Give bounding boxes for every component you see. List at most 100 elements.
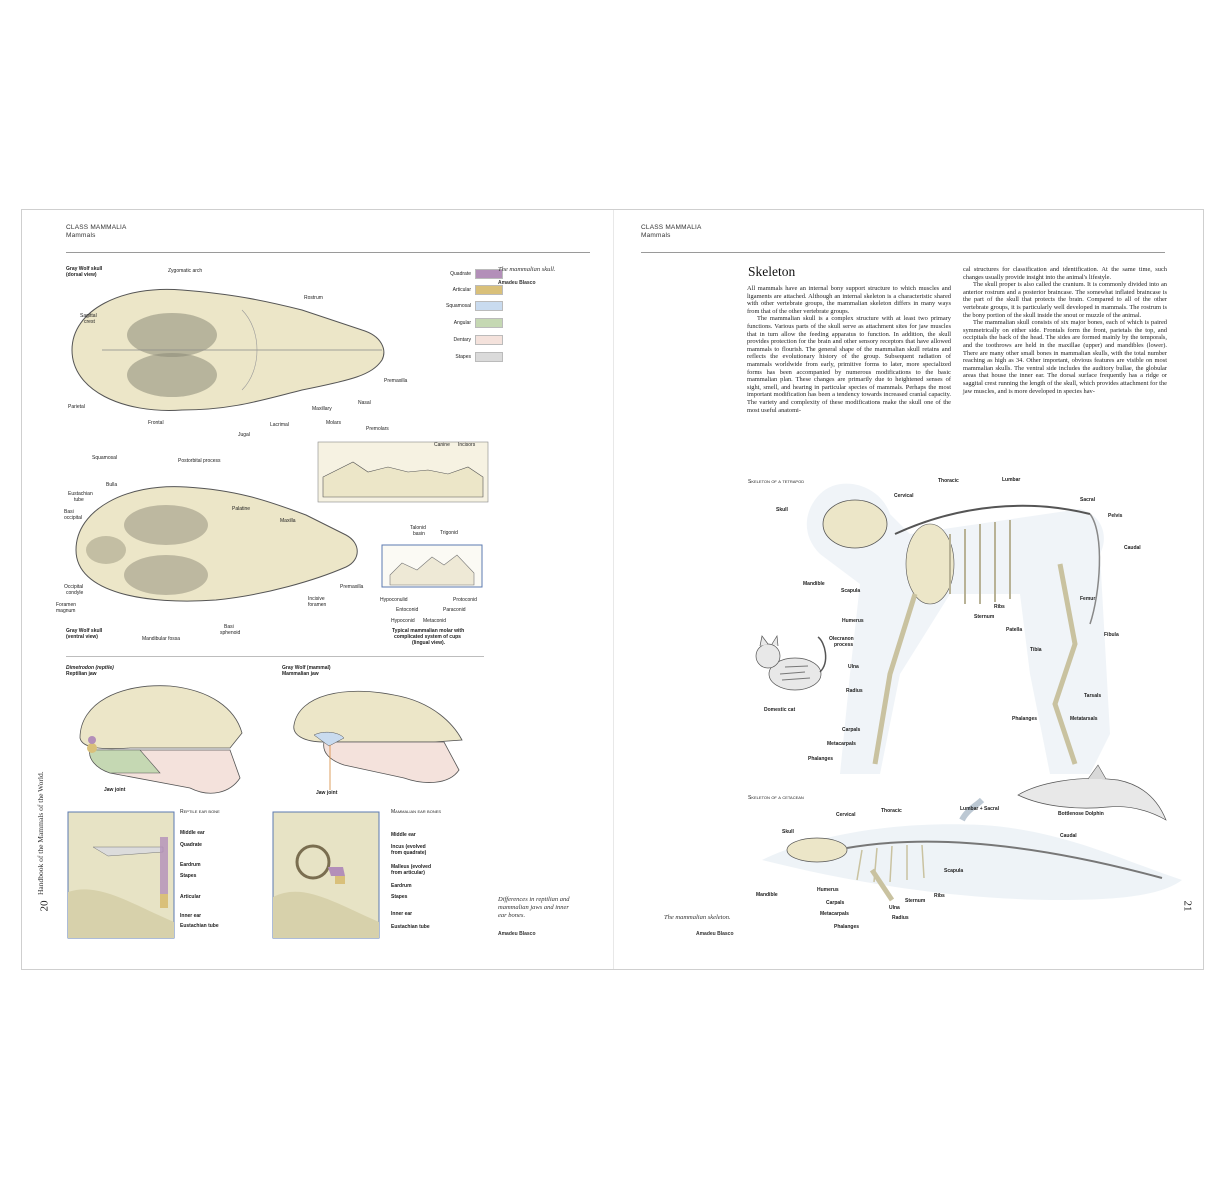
mammal-title: Gray Wolf (mammal) bbox=[282, 665, 331, 671]
reptilian-jaw-illustration bbox=[79, 685, 243, 794]
mammal-ear-inset bbox=[272, 811, 380, 939]
jaw-caption-3: ear bones. bbox=[498, 912, 526, 919]
label-basioccipital-2: occipital bbox=[64, 515, 83, 521]
label-bulla: Bulla bbox=[106, 482, 118, 488]
label-foramen-magnum: Foramen bbox=[56, 602, 77, 608]
label-cetacean-cervical: Cervical bbox=[836, 812, 856, 818]
legend-swatch bbox=[475, 318, 503, 328]
right-running-header: CLASS MAMMALIA Mammals bbox=[641, 224, 702, 240]
molar-inset bbox=[381, 544, 483, 588]
legend-label: Stapes bbox=[455, 354, 471, 360]
ventral-skull-illustration bbox=[75, 486, 358, 602]
label-radius: Radius bbox=[846, 688, 863, 694]
label-cetacean-carpals: Carpals bbox=[826, 900, 845, 906]
label-pelvis: Pelvis bbox=[1108, 513, 1123, 519]
label-paraconid: Paraconid bbox=[443, 607, 466, 613]
spine-title-text: Handbook of the Mammals of the World. bbox=[36, 771, 45, 895]
label-jaw-joint-mammal: Jaw joint bbox=[316, 790, 338, 796]
label-mandibular-fossa: Mandibular fossa bbox=[142, 636, 181, 642]
ventral-subtitle: (ventral view) bbox=[66, 634, 98, 640]
label-palatine: Palatine bbox=[232, 506, 251, 512]
label-jaw-joint-reptile: Jaw joint bbox=[104, 787, 126, 793]
header-class-right: CLASS MAMMALIA bbox=[641, 224, 702, 231]
label-occipital-condyle-2: condyle bbox=[66, 590, 84, 596]
dolphin-sketch bbox=[1017, 764, 1167, 821]
domestic-cat-sketch bbox=[755, 634, 827, 691]
article-column-1: All mammals have an internal bony suppor… bbox=[747, 285, 951, 414]
legend-swatch bbox=[475, 335, 503, 345]
label-basioccipital: Basi bbox=[64, 509, 74, 515]
legend-row: Stapes bbox=[413, 351, 513, 363]
label-hypoconulid: Hypoconulid bbox=[380, 597, 408, 603]
label-hypoconid: Hypoconid bbox=[391, 618, 415, 624]
label-cetacean-radius: Radius bbox=[892, 915, 909, 921]
label-stapes-m: Stapes bbox=[391, 894, 408, 900]
legend-label: Angular bbox=[453, 320, 471, 326]
label-metatarsals: Metatarsals bbox=[1070, 716, 1098, 722]
jaw-caption-1: Differences in reptilian and bbox=[498, 896, 570, 903]
molar-caption-3: (lingual view). bbox=[412, 640, 446, 646]
label-cetacean-ribs: Ribs bbox=[934, 893, 945, 899]
label-middle-ear: Middle ear bbox=[180, 830, 205, 836]
label-mandible: Mandible bbox=[803, 581, 825, 587]
mammal-ear-title: Mammalian ear bones bbox=[391, 809, 442, 815]
label-incisive-foramen-2: foramen bbox=[308, 602, 327, 608]
label-maxillary: Maxillary bbox=[312, 406, 332, 412]
cetacean-title: Skeleton of a cetacean bbox=[748, 795, 804, 801]
label-talonid: Talonid bbox=[410, 525, 426, 531]
label-malleus: Malleus (evolved bbox=[391, 864, 432, 870]
label-cetacean-humerus: Humerus bbox=[817, 887, 839, 893]
cetacean-skeleton-illustration bbox=[762, 797, 1182, 902]
label-thoracic: Thoracic bbox=[938, 478, 959, 484]
legend-label: Squamosal bbox=[445, 303, 471, 309]
reptile-ear-title: Reptile ear bone bbox=[180, 809, 220, 815]
label-cetacean-lumbar-sacral: Lumbar + Sacral bbox=[960, 806, 1000, 812]
label-humerus: Humerus bbox=[842, 618, 864, 624]
label-incus-2: from quadrate) bbox=[391, 850, 427, 856]
dorsal-subtitle: (dorsal view) bbox=[66, 272, 97, 278]
label-inner-ear: Inner ear bbox=[180, 913, 202, 919]
label-nasal: Nasal bbox=[358, 400, 371, 406]
legend-row: Articular bbox=[413, 284, 513, 296]
gutter bbox=[613, 210, 614, 969]
label-premolars: Premolars bbox=[366, 426, 389, 432]
tetrapod-title: Skeleton of a tetrapod bbox=[748, 479, 805, 485]
mammalian-jaw-illustration bbox=[293, 690, 463, 790]
reptile-ear-inset bbox=[67, 811, 175, 939]
article-column-2: cal structures for classification and id… bbox=[963, 266, 1167, 395]
legend-label: Articular bbox=[452, 287, 471, 293]
label-eustachian-tube-m: Eustachian tube bbox=[391, 924, 430, 930]
header-class: CLASS MAMMALIA bbox=[66, 224, 127, 231]
label-scapula: Scapula bbox=[841, 588, 861, 594]
label-sternum: Sternum bbox=[974, 614, 995, 620]
label-basisphenoid-2: sphenoid bbox=[220, 630, 241, 636]
right-page: CLASS MAMMALIA Mammals 21 bbox=[614, 210, 1203, 969]
legend-row: Dentary bbox=[413, 334, 513, 346]
label-sacral: Sacral bbox=[1080, 497, 1096, 503]
label-eustachian: Eustachian bbox=[68, 491, 93, 497]
label-fibula: Fibula bbox=[1104, 632, 1119, 638]
label-eustachian-2: tube bbox=[74, 497, 84, 503]
tooth-row-illustration bbox=[317, 441, 489, 503]
label-foramen-magnum-2: magnum bbox=[56, 608, 76, 614]
label-incisive-foramen: Incisive bbox=[308, 596, 325, 602]
label-eustachian-tube: Eustachian tube bbox=[180, 923, 219, 929]
label-metaconid: Metaconid bbox=[423, 618, 447, 624]
label-cetacean-metacarpals: Metacarpals bbox=[820, 911, 849, 917]
ventral-title: Gray Wolf skull bbox=[66, 628, 103, 634]
legend-label: Quadrate bbox=[450, 271, 471, 277]
left-page: CLASS MAMMALIA Mammals Handbook of the M… bbox=[22, 210, 614, 969]
label-rostrum: Rostrum bbox=[304, 295, 323, 301]
dorsal-title: Gray Wolf skull bbox=[66, 266, 103, 272]
jaw-caption-2: mammalian jaws and inner bbox=[498, 904, 569, 911]
article-title: Skeleton bbox=[748, 264, 796, 279]
label-maxilla: Maxilla bbox=[280, 518, 296, 524]
label-cetacean-scapula: Scapula bbox=[944, 868, 964, 874]
label-frontal: Frontal bbox=[148, 420, 164, 426]
label-protoconid: Protoconid bbox=[453, 597, 477, 603]
label-cetacean-skull: Skull bbox=[782, 829, 794, 835]
folio-right: 21 bbox=[1181, 900, 1194, 912]
legend-label: Dentary bbox=[453, 337, 471, 343]
label-malleus-2: from articular) bbox=[391, 870, 425, 876]
reptile-subtitle: Reptilian jaw bbox=[66, 671, 97, 677]
